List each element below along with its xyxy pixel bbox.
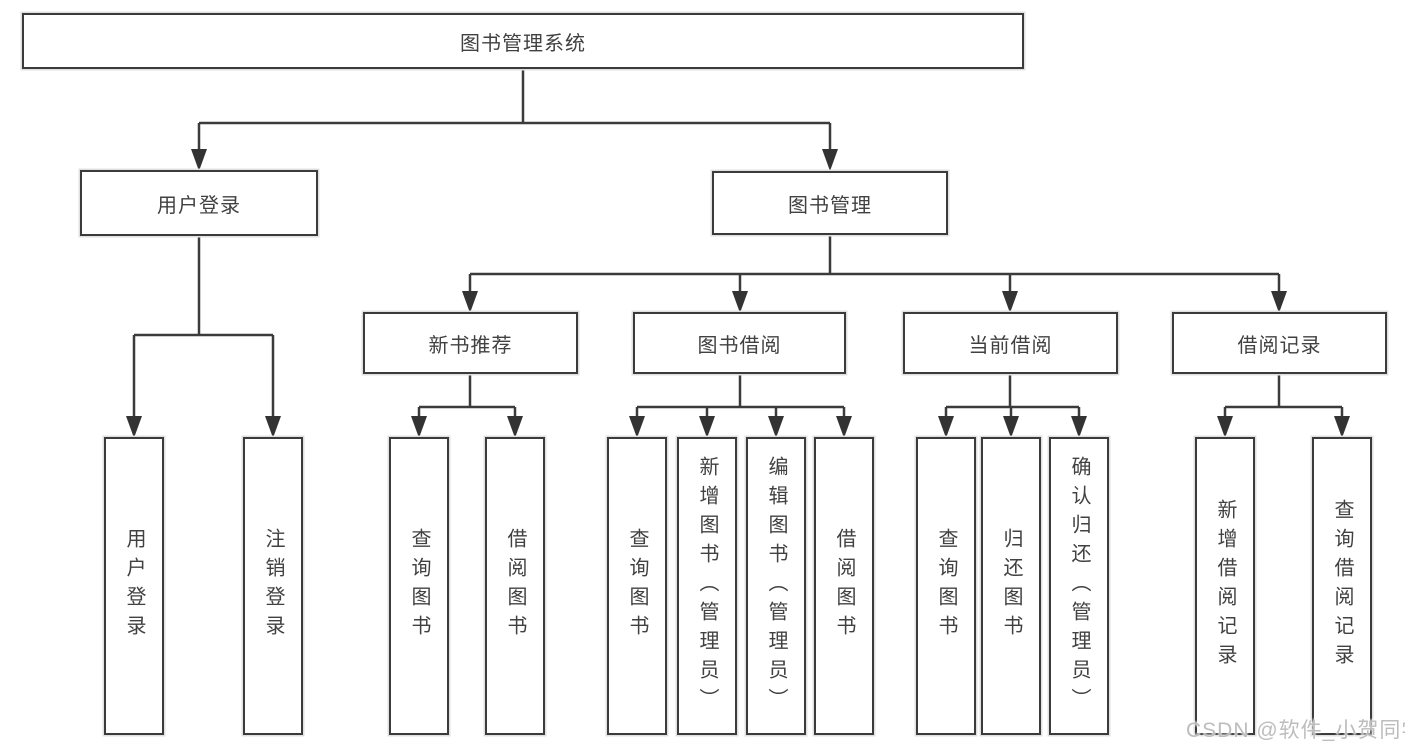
node-book-management-label: 图书管理 xyxy=(788,194,872,217)
leaf-add-book-admin-label: 新增图书（管理员） xyxy=(696,455,718,717)
leaf-borrow-book-recommend: 借阅图书 xyxy=(485,437,545,735)
leaf-query-book-current: 查询图书 xyxy=(916,437,976,735)
leaf-query-book-current-label: 查询图书 xyxy=(935,528,957,644)
csdn-watermark: CSDN @软件_小贺同学 xyxy=(1186,719,1405,742)
node-root-system: 图书管理系统 xyxy=(22,13,1024,69)
node-user-login: 用户登录 xyxy=(80,170,318,236)
leaf-edit-book-admin: 编辑图书（管理员） xyxy=(746,437,806,735)
leaf-logout: 注销登录 xyxy=(243,437,303,735)
leaf-query-book-borrowing: 查询图书 xyxy=(607,437,667,735)
node-current-borrowing: 当前借阅 xyxy=(903,312,1118,374)
leaf-add-borrow-record-label: 新增借阅记录 xyxy=(1214,499,1236,673)
leaf-user-login-label: 用户登录 xyxy=(123,528,145,644)
node-current-borrowing-label: 当前借阅 xyxy=(968,334,1053,357)
node-book-management: 图书管理 xyxy=(712,171,948,235)
node-user-login-label: 用户登录 xyxy=(157,194,241,217)
node-borrow-records: 借阅记录 xyxy=(1172,312,1387,374)
leaf-borrow-book-label: 借阅图书 xyxy=(833,528,855,644)
leaf-borrow-book-recommend-label: 借阅图书 xyxy=(504,528,526,644)
leaf-query-book-recommend-label: 查询图书 xyxy=(408,528,430,644)
arrowheads xyxy=(126,149,1350,438)
leaf-confirm-return-admin: 确认归还（管理员） xyxy=(1049,437,1109,735)
node-new-book-recommend-label: 新书推荐 xyxy=(428,334,513,357)
leaf-edit-book-admin-label: 编辑图书（管理员） xyxy=(765,455,787,717)
leaf-confirm-return-admin-label: 确认归还（管理员） xyxy=(1068,455,1090,717)
leaf-query-borrow-record: 查询借阅记录 xyxy=(1312,437,1372,735)
leaf-logout-label: 注销登录 xyxy=(262,528,284,644)
leaf-query-borrow-record-label: 查询借阅记录 xyxy=(1331,499,1353,673)
leaf-user-login: 用户登录 xyxy=(104,437,164,735)
node-book-borrowing-label: 图书借阅 xyxy=(697,334,782,357)
node-borrow-records-label: 借阅记录 xyxy=(1237,334,1322,357)
node-root-label: 图书管理系统 xyxy=(460,32,586,55)
leaf-borrow-book: 借阅图书 xyxy=(814,437,874,735)
leaf-query-book-recommend: 查询图书 xyxy=(389,437,449,735)
leaf-return-book-label: 归还图书 xyxy=(1000,528,1022,644)
node-book-borrowing: 图书借阅 xyxy=(633,312,846,374)
leaf-query-book-borrowing-label: 查询图书 xyxy=(626,528,648,644)
leaf-return-book: 归还图书 xyxy=(981,437,1041,735)
leaf-add-borrow-record: 新增借阅记录 xyxy=(1195,437,1255,735)
leaf-add-book-admin: 新增图书（管理员） xyxy=(677,437,737,735)
node-new-book-recommend: 新书推荐 xyxy=(363,312,578,374)
